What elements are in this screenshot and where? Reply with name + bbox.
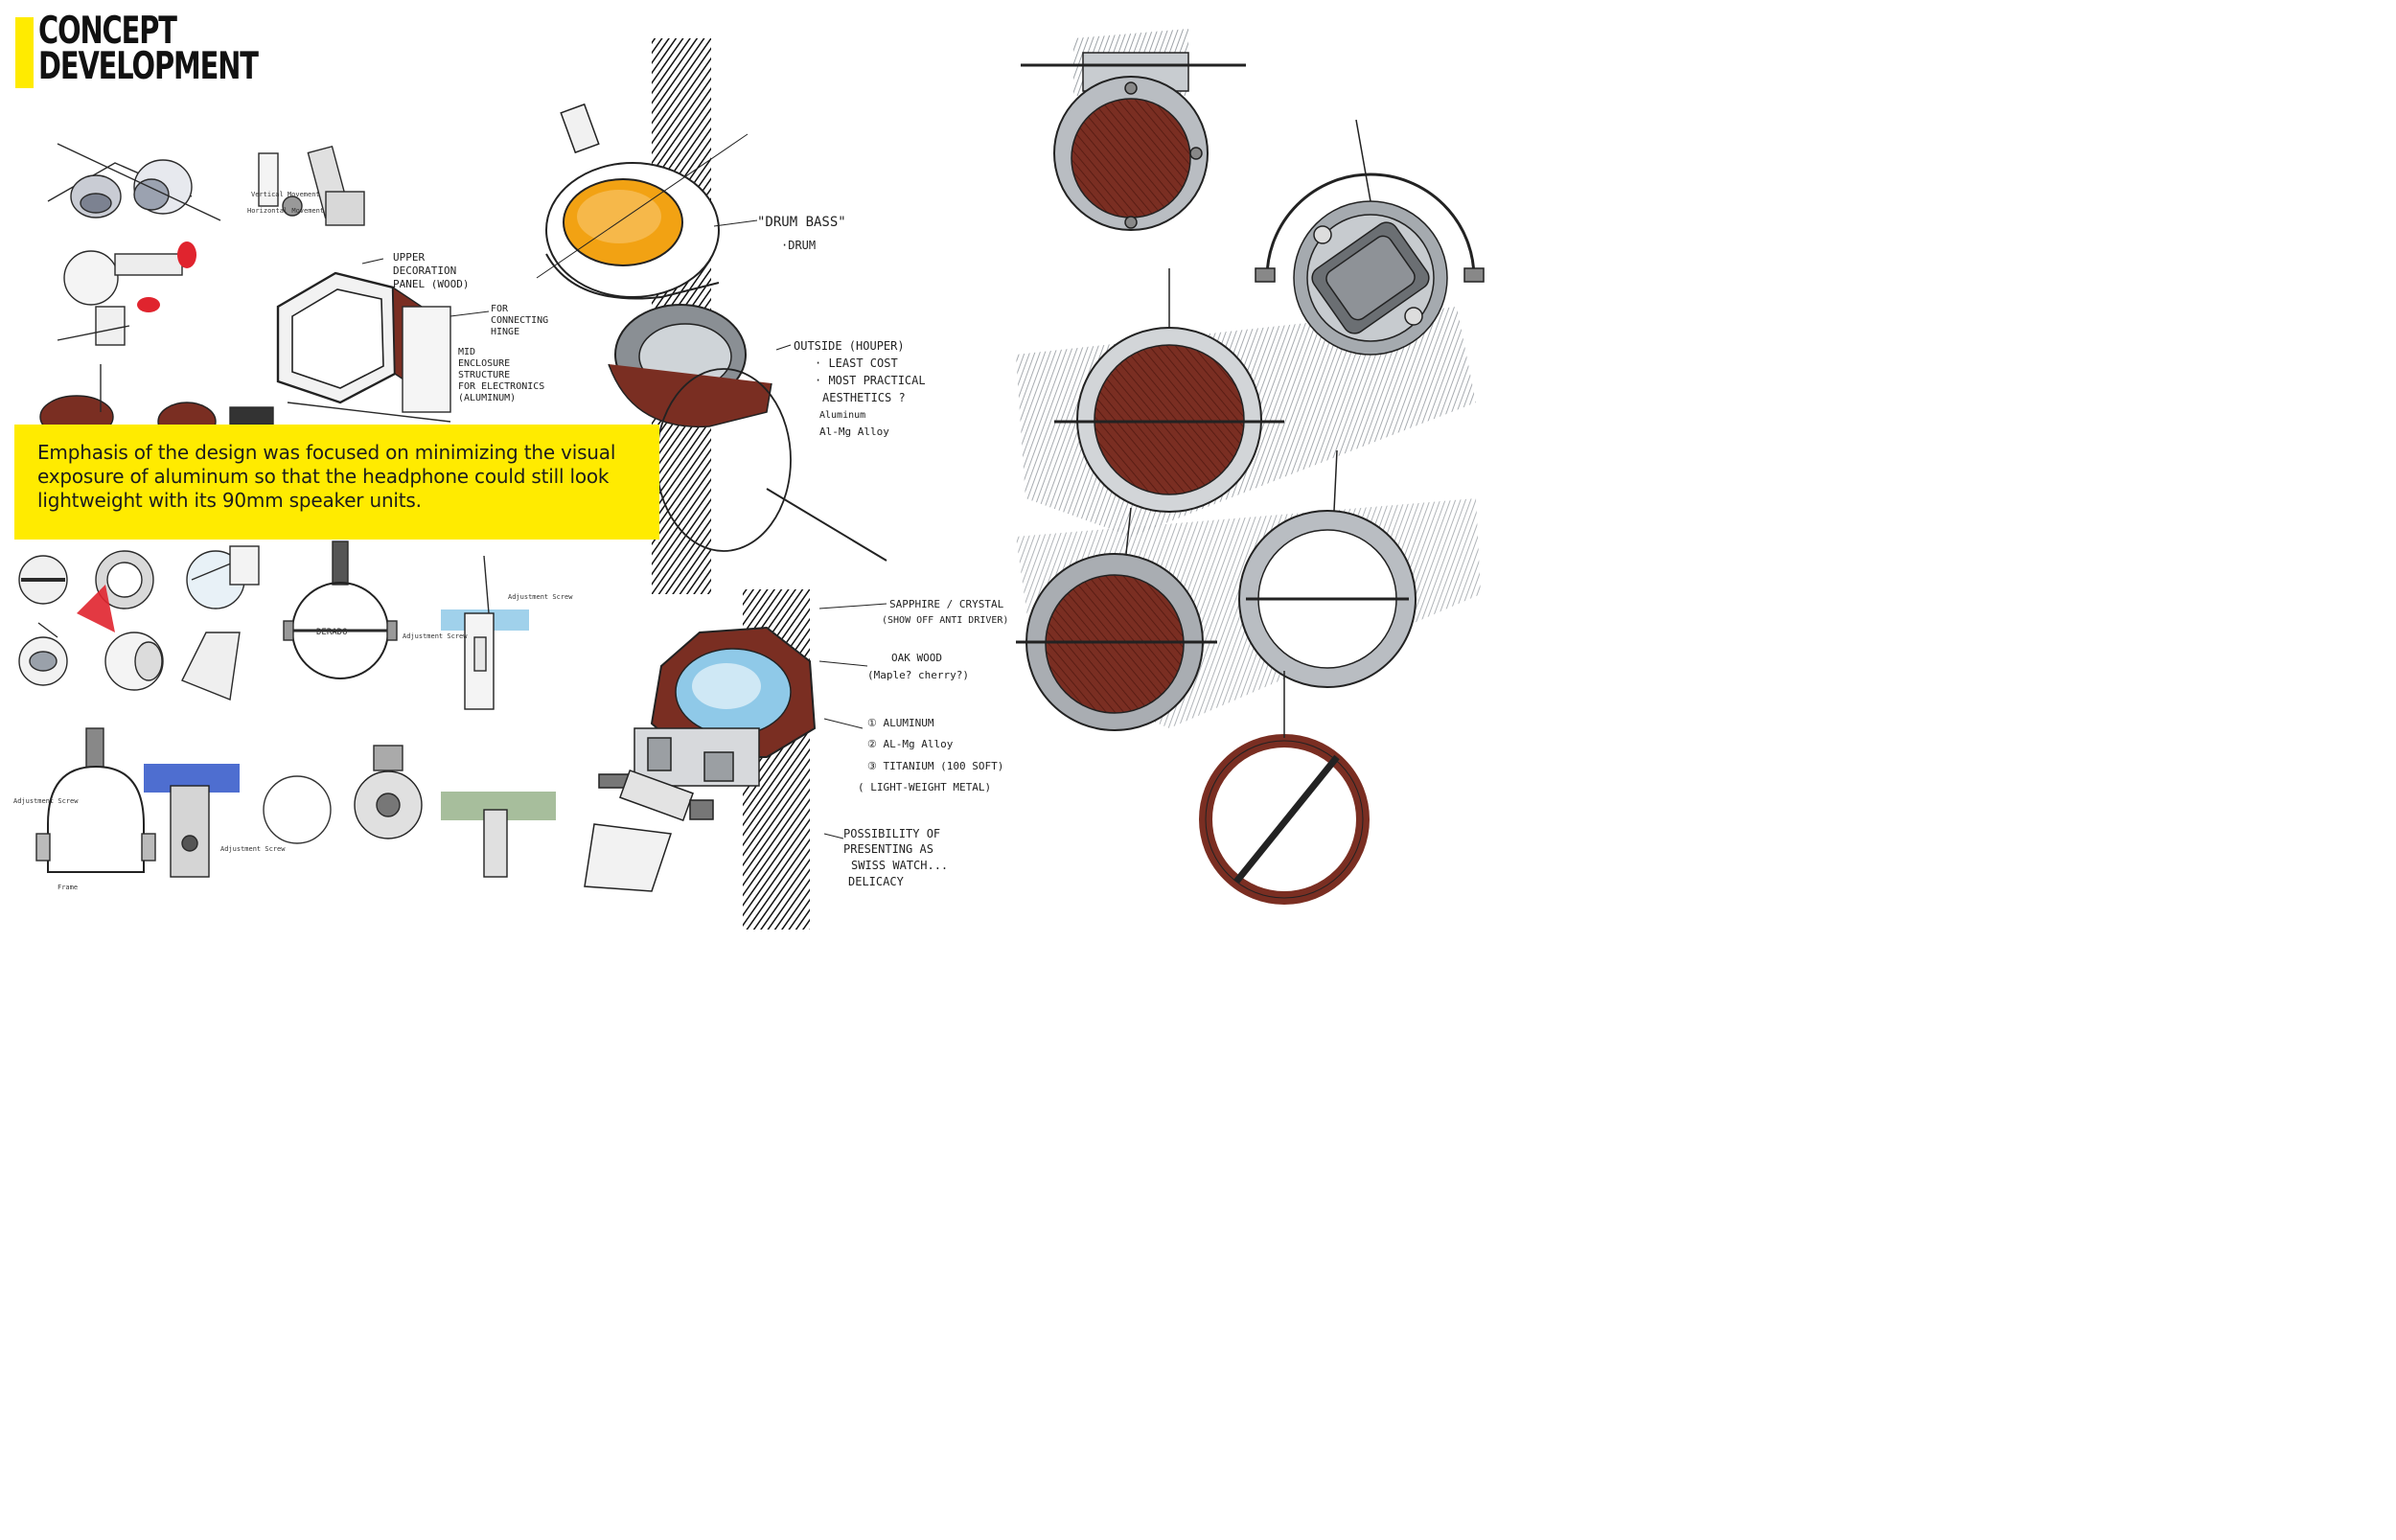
sketch-hinge-parts <box>258 145 365 226</box>
sketch-label: Adjustment Screw <box>403 632 468 640</box>
sketch-small-labels: Adjustment Screw Adjustment Screw Adjust… <box>13 191 573 891</box>
concept-development-page: CONCEPT DEVELOPMENT <box>0 0 1501 964</box>
annotation-upper-panel-line: PANEL (WOOD) <box>393 278 469 290</box>
sketch-joint-cones <box>47 143 221 221</box>
sketch-oak-cup <box>584 626 817 892</box>
annotation-sapphire-line: (SHOW OFF ANTI DRIVER) <box>882 615 1008 626</box>
sketch-red-pivot <box>57 241 196 346</box>
center-sketches <box>536 38 887 930</box>
annotation-metals-line: ( LIGHT-WEIGHT METAL) <box>858 781 991 793</box>
sketch-label: Adjustment Screw <box>220 845 286 853</box>
caption-box: Emphasis of the design was focused on mi… <box>14 425 659 540</box>
annotation-drum-bass: "DRUM BASS" ·DRUM <box>757 215 846 252</box>
center-annotations <box>361 219 887 839</box>
caption-text: Emphasis of the design was focused on mi… <box>37 441 616 512</box>
annotation-oak-wood-line: OAK WOOD <box>891 652 942 664</box>
svg-text:DERADO: DERADO <box>316 628 348 637</box>
annotation-mid-enclosure: MID ENCLOSURE STRUCTURE FOR ELECTRONICS … <box>458 347 544 403</box>
annotation-outside-line: Al-Mg Alloy <box>819 425 889 438</box>
annotation-outside-line: · LEAST COST <box>815 356 898 370</box>
sketch-cup-row-1 <box>18 545 260 632</box>
annotation-connecting-hinge-line: HINGE <box>491 327 519 337</box>
annotation-sapphire: SAPPHIRE / CRYSTAL (SHOW OFF ANTI DRIVER… <box>882 598 1008 626</box>
annotation-metals-line: ① ALUMINUM <box>867 717 934 729</box>
sketch-gray-cup <box>608 304 887 562</box>
annotation-possibility-line: SWISS WATCH... <box>851 859 948 872</box>
sketch-label: Adjustment Screw <box>13 797 79 805</box>
annotation-outside-line: Aluminum <box>819 410 865 421</box>
sketch-cup-row-2 <box>18 622 241 701</box>
sketch-top-brown-cup <box>1021 52 1246 231</box>
annotation-mid-enclosure-line: FOR ELECTRONICS <box>458 381 544 392</box>
annotation-mid-enclosure-line: (ALUMINUM) <box>458 393 516 403</box>
annotation-connecting-hinge-line: FOR <box>491 304 509 314</box>
annotation-possibility: POSSIBILITY OF PRESENTING AS SWISS WATCH… <box>843 827 948 888</box>
sketch-mid-brown-cup <box>1054 268 1284 513</box>
annotation-mid-enclosure-line: ENCLOSURE <box>458 358 510 369</box>
page-title: CONCEPT DEVELOPMENT <box>38 10 259 88</box>
annotation-connecting-hinge-line: CONNECTING <box>491 315 548 326</box>
left-sketches: DERADO <box>18 143 556 878</box>
annotation-outside-line: · MOST PRACTICAL <box>815 374 926 387</box>
annotation-outside-houper: OUTSIDE (HOUPER) · LEAST COST · MOST PRA… <box>794 339 926 438</box>
sketch-hexagon-frame <box>276 271 451 423</box>
annotation-upper-panel: UPPER DECORATION PANEL (WOOD) <box>393 251 469 290</box>
annotation-possibility-line: PRESENTING AS <box>843 842 933 856</box>
sketch-label: Frame <box>58 884 78 891</box>
page-title-line-2: DEVELOPMENT <box>38 45 259 88</box>
annotation-outside-line: OUTSIDE (HOUPER) <box>794 339 905 353</box>
annotation-upper-panel-line: UPPER <box>393 251 425 264</box>
annotation-possibility-line: DELICACY <box>848 875 905 888</box>
annotation-metals: ① ALUMINUM ② AL-Mg Alloy ③ TITANIUM (100… <box>858 717 1003 793</box>
sketch-label: Vertical Movement <box>251 191 320 198</box>
sketch-low-brown-cup <box>1016 507 1217 731</box>
annotation-possibility-line: POSSIBILITY OF <box>843 827 940 840</box>
right-sketches <box>1016 29 1485 905</box>
sketch-arch-mesh-cup <box>1255 119 1485 356</box>
sketch-ring-headphone: DERADO <box>283 540 398 679</box>
annotation-drum-bass-line: ·DRUM <box>781 239 816 252</box>
annotation-oak-wood: OAK WOOD (Maple? cherry?) <box>867 652 969 681</box>
sketch-gray-ring-cup <box>1238 449 1417 688</box>
sketch-artwork: DERADO <box>13 29 1485 930</box>
annotation-outside-line: AESTHETICS ? <box>822 391 906 404</box>
annotation-metals-line: ③ TITANIUM (100 SOFT) <box>867 760 1003 772</box>
sketch-label: Adjustment Screw <box>508 593 573 601</box>
sketch-side-adjust <box>441 555 529 710</box>
annotation-metals-line: ② AL-Mg Alloy <box>867 738 954 750</box>
annotation-sapphire-line: SAPPHIRE / CRYSTAL <box>889 598 1004 610</box>
sketch-label: Horizontal Movement <box>247 207 324 215</box>
annotation-mid-enclosure-line: MID <box>458 347 475 357</box>
sketch-orange-drum-cup <box>536 103 749 300</box>
annotation-drum-bass-line: "DRUM BASS" <box>757 215 846 230</box>
sketch-slashed-ring <box>1199 671 1370 905</box>
annotation-upper-panel-line: DECORATION <box>393 264 456 277</box>
sketch-bottom-row <box>35 727 556 878</box>
page-title-line-1: CONCEPT <box>38 10 177 53</box>
annotation-connecting-hinge: FOR CONNECTING HINGE <box>491 304 548 337</box>
annotation-mid-enclosure-line: STRUCTURE <box>458 370 510 380</box>
heading-accent-bar <box>15 17 34 88</box>
annotation-oak-wood-line: (Maple? cherry?) <box>867 669 969 681</box>
